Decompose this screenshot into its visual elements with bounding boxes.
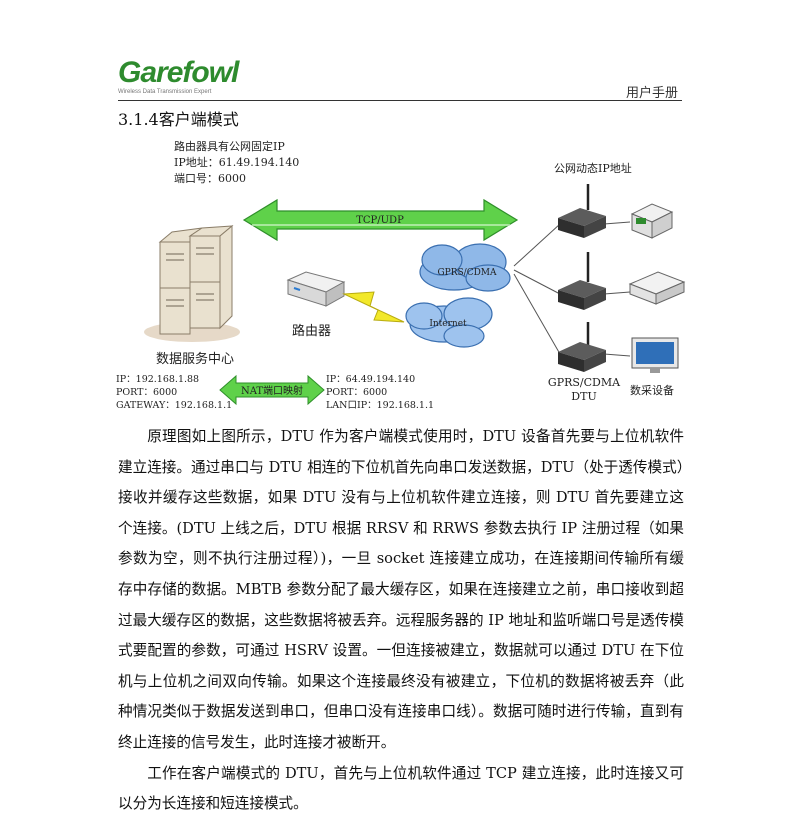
router-net-info-line-1: IP：64.49.194.140 bbox=[326, 374, 415, 385]
nat-arrow: NAT端口映射 bbox=[219, 374, 325, 406]
paragraph: 原理图如上图所示，DTU 作为客户端模式使用时，DTU 设备首先要与上位机软件建… bbox=[118, 428, 684, 751]
paragraph: 工作在客户端模式的 DTU，首先与上位机软件通过 TCP 建立连接，此时连接又可… bbox=[118, 764, 684, 813]
dtu-label-line-1: GPRS/CDMA bbox=[548, 376, 621, 389]
router-net-info-line-2: PORT：6000 bbox=[326, 387, 387, 398]
tcp-udp-label: TCP/UDP bbox=[356, 215, 404, 226]
public-ip-label: 公网动态IP地址 bbox=[554, 161, 632, 175]
dtu-modem-icon bbox=[558, 252, 606, 310]
network-diagram: 路由器具有公网固定IP IP地址：61.49.194.140 端口号：6000 … bbox=[116, 139, 686, 411]
dtu-modem-icon bbox=[558, 322, 606, 372]
router-info-line-1: 路由器具有公网固定IP bbox=[174, 139, 285, 153]
server-info-line-2: PORT：6000 bbox=[116, 387, 177, 398]
section-title: 3.1.4客户端模式 bbox=[118, 110, 239, 129]
dtu-label-line-2: DTU bbox=[571, 390, 596, 403]
logo-tagline: Wireless Data Transmission Expert bbox=[118, 89, 212, 95]
lightning-icon bbox=[342, 291, 405, 323]
nat-label: NAT端口映射 bbox=[241, 384, 303, 397]
company-logo: Garefowl Wireless Data Transmission Expe… bbox=[118, 56, 239, 96]
logo-wordmark: Garefowl bbox=[118, 56, 239, 89]
router-info-line-3: 端口号：6000 bbox=[174, 172, 246, 185]
monitor-icon bbox=[631, 337, 679, 373]
dtu-modem-icon bbox=[558, 184, 606, 238]
field-device-icon bbox=[630, 203, 674, 239]
tcp-udp-arrow: TCP/UDP bbox=[242, 198, 519, 242]
router-net-info-line-3: LAN口IP：192.168.1.1 bbox=[326, 400, 434, 411]
router-icon bbox=[286, 271, 346, 307]
internet-cloud-icon: Internet bbox=[405, 297, 493, 348]
network-links bbox=[513, 221, 631, 357]
device-label: 数采设备 bbox=[630, 383, 674, 397]
server-info-line-3: GATEWAY：192.168.1.1 bbox=[116, 400, 232, 411]
body-text: 原理图如上图所示，DTU 作为客户端模式使用时，DTU 设备首先要与上位机软件建… bbox=[118, 422, 684, 820]
gprs-cloud-icon: GPRS/CDMA bbox=[419, 243, 511, 292]
gprs-cloud-label: GPRS/CDMA bbox=[437, 268, 497, 278]
manual-label: 用户手册 bbox=[625, 86, 678, 101]
server-info-line-1: IP：192.168.1.88 bbox=[116, 374, 199, 385]
router-label: 路由器 bbox=[292, 323, 331, 339]
router-info-line-2: IP地址：61.49.194.140 bbox=[174, 155, 299, 169]
server-stack-icon bbox=[144, 224, 240, 342]
internet-cloud-label: Internet bbox=[429, 319, 467, 329]
header-divider bbox=[118, 100, 682, 101]
field-device-icon bbox=[628, 271, 686, 305]
server-label: 数据服务中心 bbox=[156, 351, 234, 367]
